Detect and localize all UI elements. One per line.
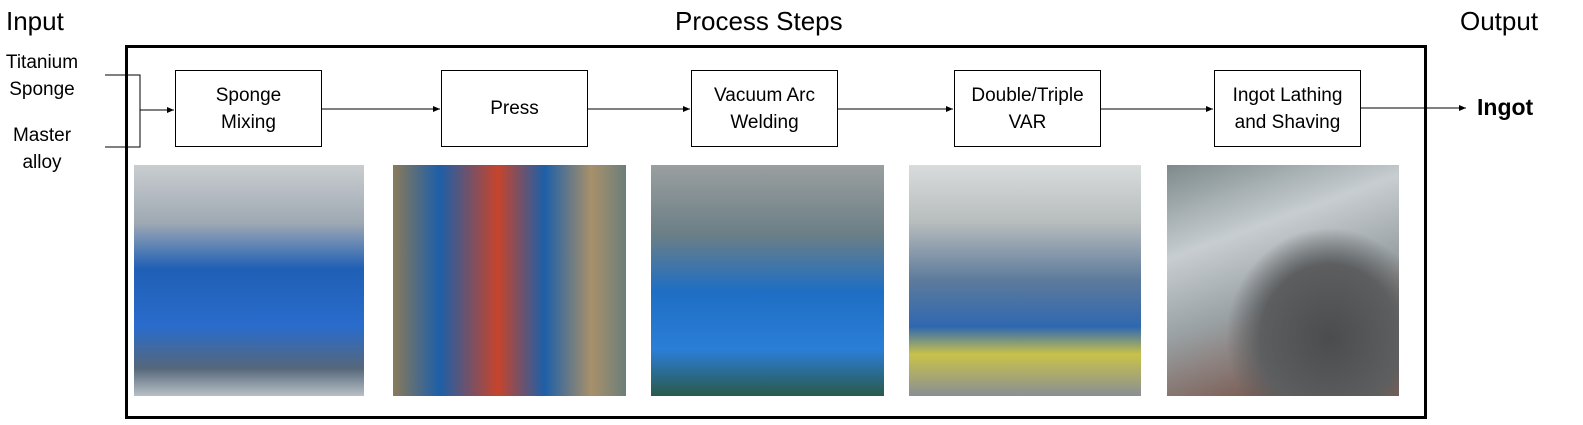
output-header: Output	[1460, 6, 1539, 36]
step-sponge-mixing: Sponge Mixing	[175, 70, 322, 147]
step-vacuum-arc-welding: Vacuum Arc Welding	[691, 70, 838, 147]
photo-vacuum-arc-welding	[651, 165, 884, 396]
photo-titanium-ingot	[1167, 165, 1399, 396]
step-ingot-lathing: Ingot Lathing and Shaving	[1214, 70, 1361, 147]
process-steps-header: Process Steps	[675, 6, 843, 36]
photo-sponge-mixing-plant	[134, 165, 364, 396]
input-master-alloy: Master alloy	[12, 125, 72, 173]
process-frame	[125, 45, 1427, 419]
step-double-triple-var: Double/Triple VAR	[954, 70, 1101, 147]
photo-var-furnace	[909, 165, 1141, 396]
input-titanium-sponge: Titanium Sponge	[5, 52, 79, 100]
step-press: Press	[441, 70, 588, 147]
output-ingot: Ingot	[1477, 94, 1534, 120]
photo-press	[393, 165, 626, 396]
input-header: Input	[6, 6, 64, 36]
